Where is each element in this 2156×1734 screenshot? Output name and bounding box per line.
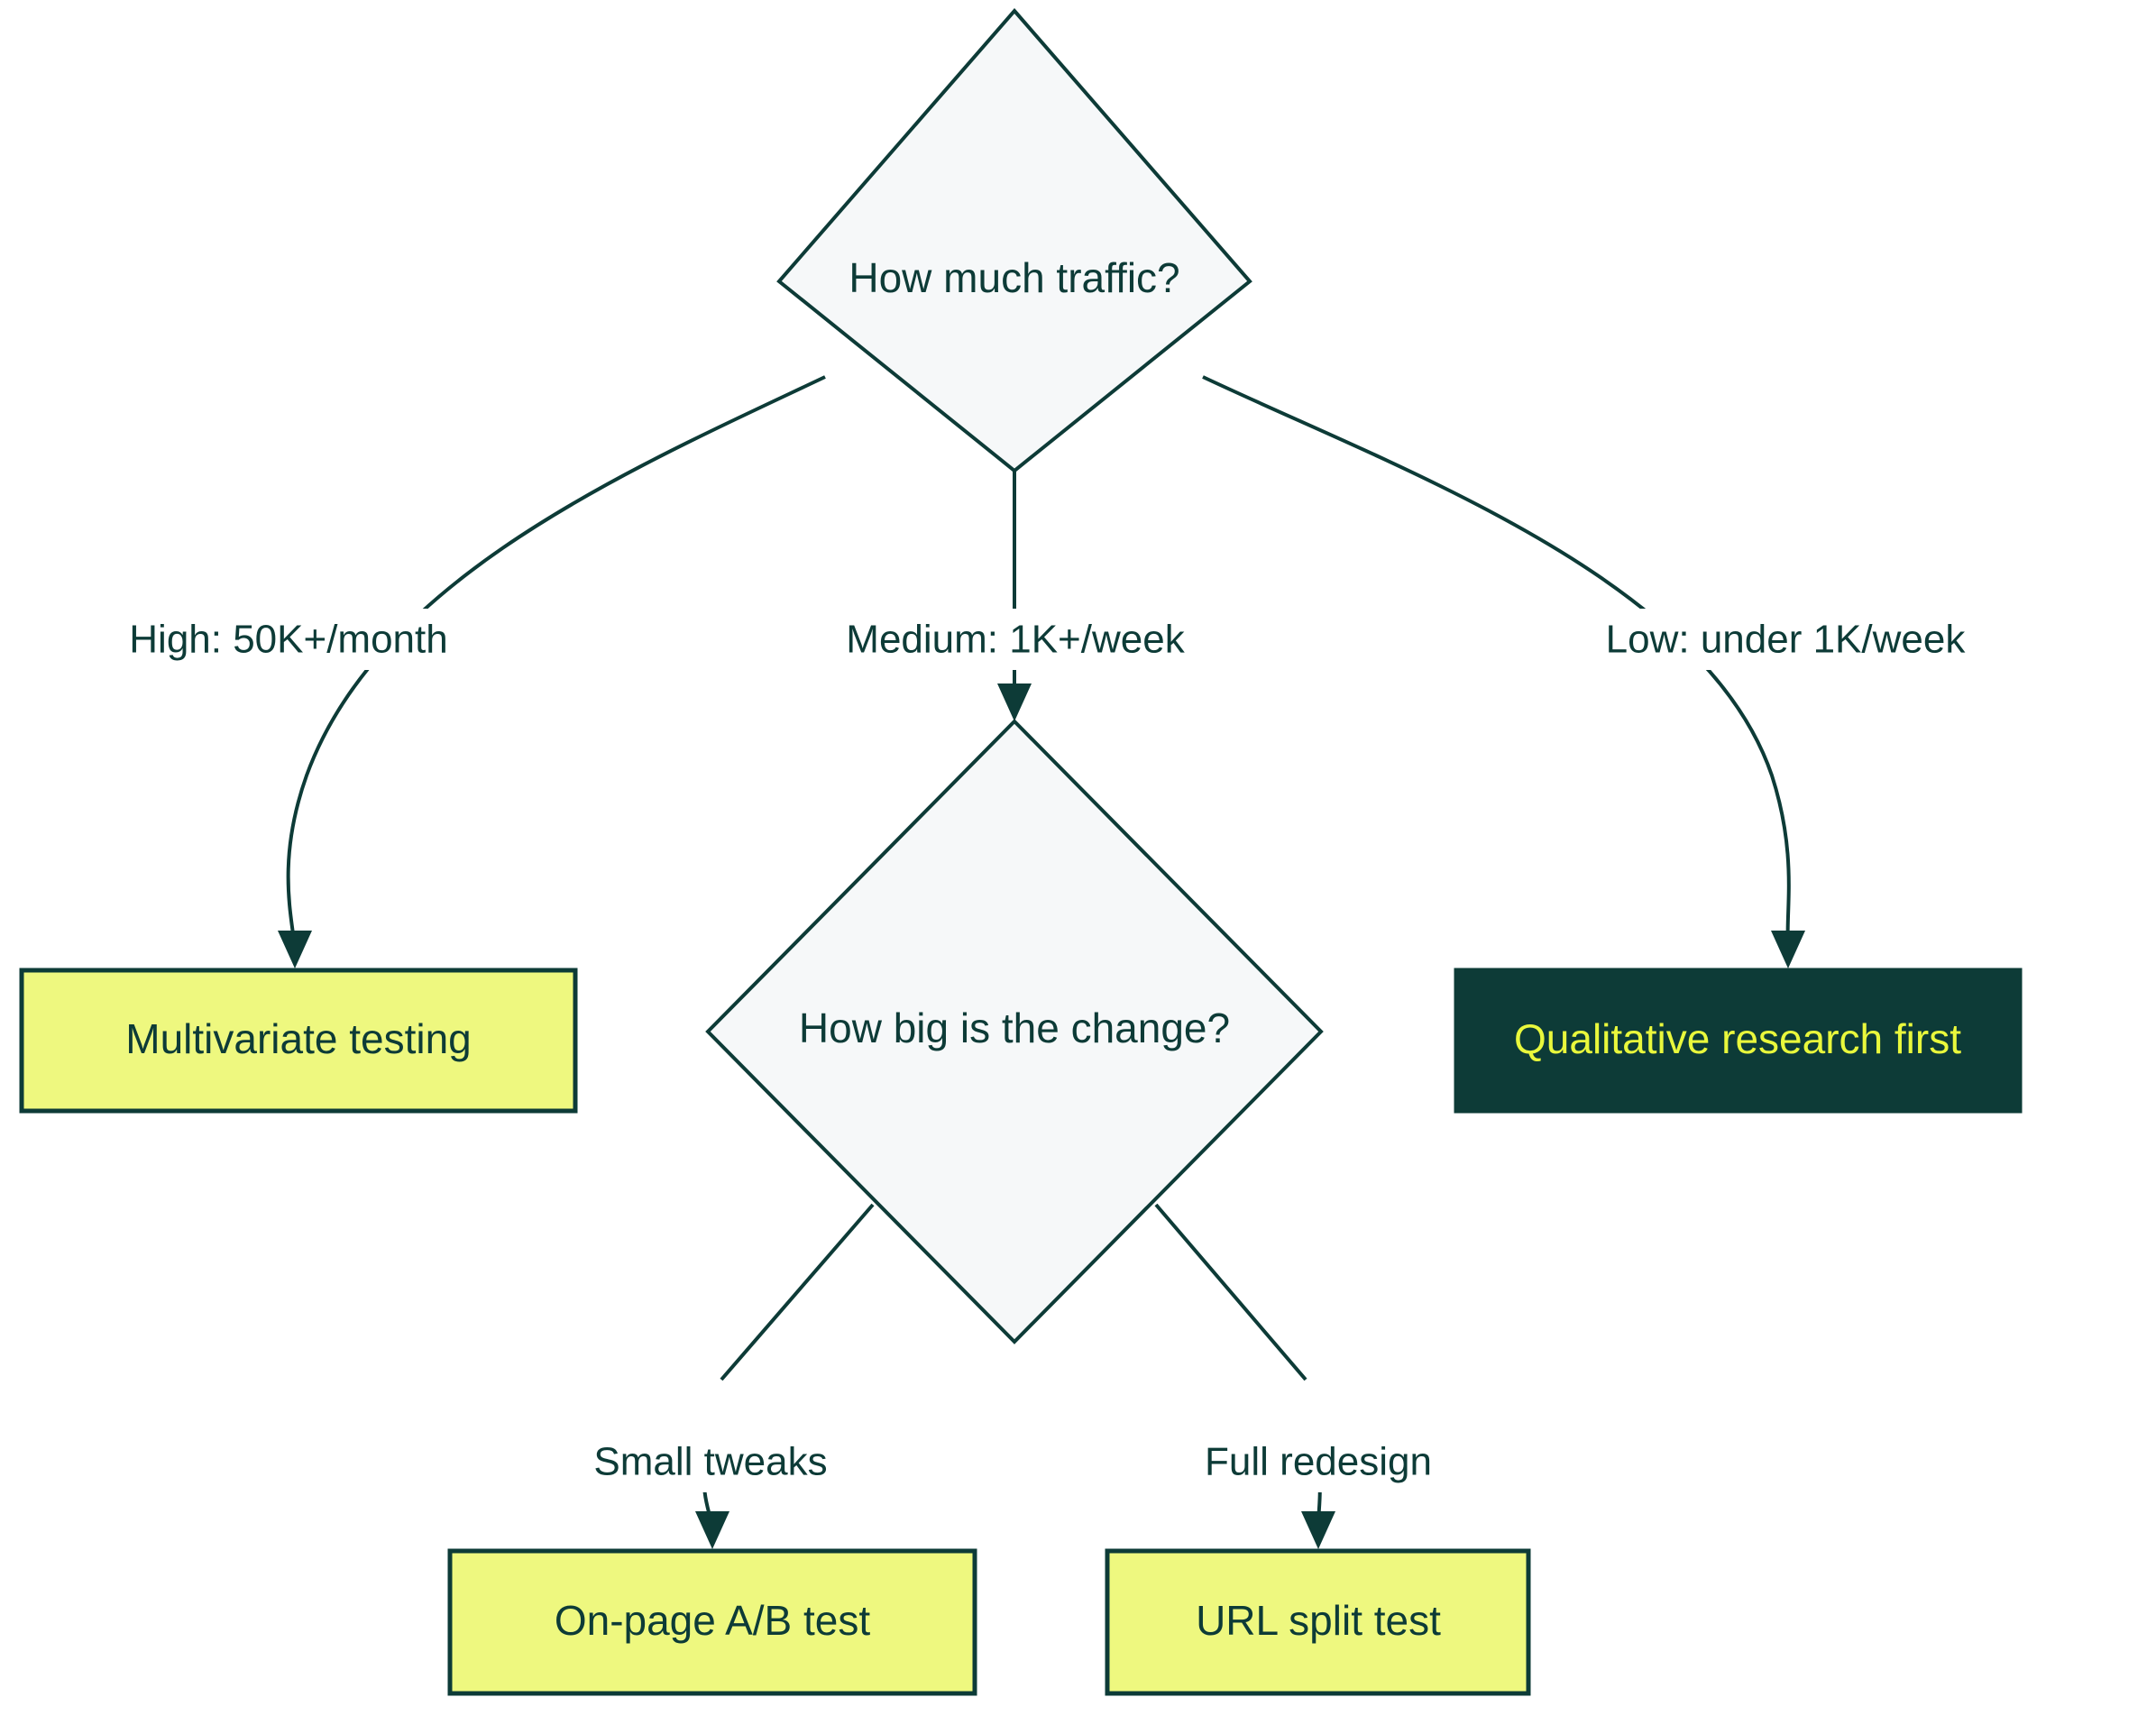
edge-label-traffic-high-backdrop (99, 609, 478, 670)
edge-label-change-full-backdrop (1183, 1433, 1454, 1492)
node-result-multivariate[interactable]: Multivariate testing (19, 968, 578, 1114)
node-decision-traffic[interactable]: How much traffic? (776, 7, 1252, 473)
edge-traffic-medium-arrowhead (997, 684, 1032, 721)
edge-label-traffic-medium-backdrop (821, 609, 1210, 670)
edge-change-small-line-upper (720, 1203, 875, 1381)
result-qualitative-label: Qualitative research first (1514, 1015, 1961, 1062)
edge-label-traffic-medium-text: Medium: 1K+/week (846, 618, 1185, 662)
edge-label-change-small: Small tweaks (570, 1433, 849, 1492)
result-onpage-box[interactable] (447, 1548, 977, 1696)
edge-traffic-high (278, 375, 826, 968)
node-result-qualitative[interactable]: Qualitative research first (1454, 968, 2023, 1114)
result-multivariate-label: Multivariate testing (125, 1015, 472, 1062)
decision-traffic-label: How much traffic? (849, 254, 1179, 301)
edge-traffic-low-arrowhead (1771, 931, 1805, 968)
result-url-split-box[interactable] (1105, 1548, 1531, 1696)
edge-traffic-low (1202, 375, 1805, 968)
decision-traffic-diamond[interactable] (776, 7, 1252, 473)
edge-change-full-arrowhead (1301, 1511, 1335, 1549)
decision-change-label: How big is the change? (799, 1005, 1230, 1051)
node-decision-change[interactable]: How big is the change? (705, 719, 1324, 1344)
edge-traffic-high-arrowhead (278, 931, 312, 968)
edge-label-change-full: Full redesign (1183, 1433, 1454, 1492)
edge-label-traffic-medium: Medium: 1K+/week (821, 609, 1210, 670)
edge-change-small-arrowhead (695, 1511, 729, 1549)
edge-label-change-small-text: Small tweaks (593, 1440, 827, 1484)
node-result-onpage[interactable]: On-page A/B test (447, 1548, 977, 1696)
edge-label-traffic-low-backdrop (1573, 609, 1997, 670)
decision-change-diamond[interactable] (705, 719, 1324, 1344)
edge-label-change-small-backdrop (570, 1433, 849, 1492)
edge-change-full (1154, 1203, 1335, 1549)
edge-label-traffic-high: High: 50K+/month (99, 609, 478, 670)
result-onpage-label: On-page A/B test (555, 1597, 871, 1644)
result-url-split-label: URL split test (1196, 1597, 1441, 1644)
result-qualitative-box[interactable] (1454, 968, 2023, 1114)
edge-change-full-line-upper (1154, 1203, 1307, 1381)
result-multivariate-box[interactable] (19, 968, 578, 1114)
edge-traffic-medium (997, 471, 1032, 721)
edge-label-traffic-high-text: High: 50K+/month (129, 618, 447, 662)
edge-change-small (695, 1203, 875, 1549)
edge-label-change-full-text: Full redesign (1205, 1440, 1432, 1484)
edge-label-traffic-low: Low: under 1K/week (1573, 609, 1997, 670)
node-result-url-split[interactable]: URL split test (1105, 1548, 1531, 1696)
edge-label-traffic-low-text: Low: under 1K/week (1606, 618, 1967, 662)
